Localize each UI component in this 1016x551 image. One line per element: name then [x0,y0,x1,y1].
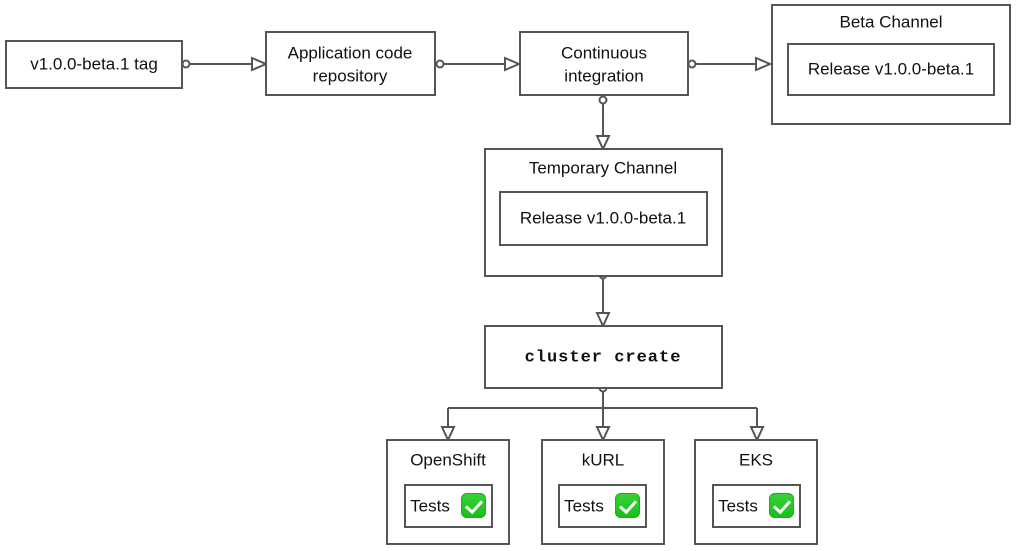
node-cluster-create-label: cluster create [525,348,682,367]
node-ci-label-line1: Continuous [561,43,647,62]
edge-ci-to-beta-channel [687,56,773,72]
temporary-channel-release-label: Release v1.0.0-beta.1 [520,208,686,227]
check-mark-green-icon [615,493,640,518]
container-beta-channel[interactable]: Beta Channel Release v1.0.0-beta.1 [771,4,1011,125]
edge-temporary-channel-to-cluster-create [595,270,611,329]
node-continuous-integration[interactable]: Continuous integration [519,31,689,96]
edge-repo-to-ci [435,56,522,72]
openshift-tests-label: Tests [410,496,450,515]
container-temporary-channel[interactable]: Temporary Channel Release v1.0.0-beta.1 [484,148,723,277]
kurl-tests-label: Tests [564,496,604,515]
container-eks-title: EKS [739,450,773,469]
container-openshift-title: OpenShift [410,450,486,469]
beta-channel-release-label: Release v1.0.0-beta.1 [808,59,974,78]
check-mark-green-icon [461,493,486,518]
eks-tests-label: Tests [718,496,758,515]
edge-cluster-create-fork [440,383,765,443]
node-cluster-create[interactable]: cluster create [484,325,723,389]
edge-tag-to-repo [181,56,269,72]
container-beta-channel-title: Beta Channel [839,12,942,31]
container-temporary-channel-title: Temporary Channel [529,158,677,177]
container-kurl-title: kURL [582,450,625,469]
node-application-code-repository[interactable]: Application code repository [265,31,436,96]
edge-ci-to-temporary-channel [595,95,611,152]
container-openshift[interactable]: OpenShift Tests [386,439,510,545]
container-eks[interactable]: EKS Tests [694,439,818,545]
container-kurl[interactable]: kURL Tests [541,439,665,545]
node-repo-label-line1: Application code [288,43,413,62]
node-ci-label-line2: integration [564,66,643,85]
node-repo-label-line2: repository [313,66,388,85]
node-tag-label: v1.0.0-beta.1 tag [30,54,158,73]
node-tag[interactable]: v1.0.0-beta.1 tag [5,40,183,89]
check-mark-green-icon [769,493,794,518]
